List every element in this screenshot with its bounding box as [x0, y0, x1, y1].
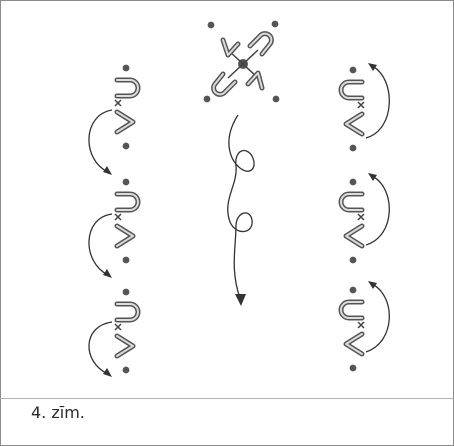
right-dancer-2: [341, 179, 364, 264]
center-pinwheel: [203, 20, 280, 103]
left-dancer-3: [115, 289, 138, 374]
figure-caption: 4. zīm.: [31, 403, 85, 422]
right-arrow-1: [365, 63, 390, 139]
caption-divider: [0, 398, 454, 399]
left-arrow-3: [88, 321, 113, 377]
right-dancer-3: [341, 287, 364, 372]
left-dancer-1: [115, 65, 138, 150]
right-dancer-1: [341, 67, 364, 152]
left-arrow-1: [88, 109, 113, 175]
right-arrow-2: [365, 173, 390, 246]
left-arrow-2: [88, 213, 113, 278]
left-dancer-2: [115, 179, 138, 264]
center-loop-path: [227, 114, 255, 306]
right-arrow-3: [365, 281, 390, 353]
